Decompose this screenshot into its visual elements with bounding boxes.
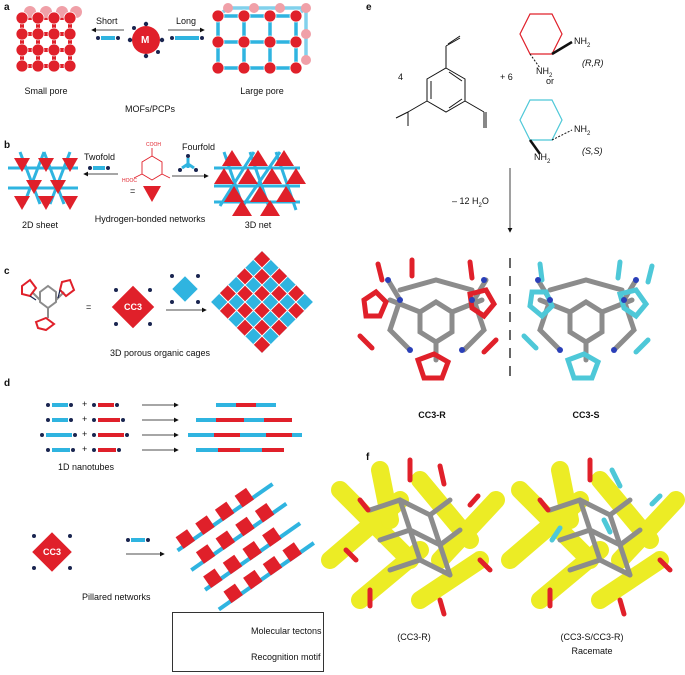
cc3-r-label: CC3-R [418, 410, 446, 420]
long-label: Long [176, 16, 197, 26]
ss-label: (S,S) [582, 146, 603, 156]
short-label: Short [96, 16, 118, 26]
trialdehyde-structure [395, 35, 487, 128]
fourfold-label: Fourfold [182, 142, 216, 152]
cc3-tecton [111, 285, 155, 329]
2d-sheet [8, 151, 78, 210]
racemate-packing-label: (CC3-S/CC3-R) [560, 632, 624, 642]
cc3-cage-stick-model [21, 278, 76, 332]
large-pore-label: Large pore [240, 86, 284, 96]
cage-checkerboard [211, 251, 313, 353]
hooc-label: HOOC [122, 178, 137, 184]
large-pore-grid [211, 3, 311, 75]
rr-diamine [519, 13, 563, 55]
rr-label: (R,R) [582, 58, 604, 68]
rr-bonds [529, 40, 573, 69]
fourfold-linker [178, 154, 198, 172]
equals-b: = [130, 186, 136, 196]
panel-label-f: f [366, 452, 370, 463]
metal-label: M [141, 35, 150, 46]
cc3-r-packing-label: (CC3-R) [397, 632, 431, 642]
metal-node [127, 21, 165, 59]
tecton-triangle [143, 186, 161, 202]
cc3-r-packing [321, 457, 505, 617]
long-linker [170, 36, 204, 40]
coefficient-6: + 6 [500, 72, 513, 82]
coefficient-4: 4 [398, 72, 404, 82]
cc3-label-d: CC3 [42, 547, 62, 557]
nanotubes-caption: 1D nanotubes [57, 462, 115, 472]
rr-nh2-top: NH2 [574, 36, 591, 49]
legend: Molecular tectons Recognition motif [172, 612, 324, 672]
twofold-label: Twofold [84, 152, 116, 162]
blue-tecton [170, 274, 200, 304]
mofs-caption: MOFs/PCPs [124, 104, 176, 114]
cc3-label-c: CC3 [123, 302, 143, 312]
panel-label-a: a [4, 2, 10, 13]
short-linker [96, 36, 120, 40]
panel-label-d: d [4, 378, 11, 389]
water-loss-label: – 12 H2O [452, 196, 489, 209]
trimesic-acid [133, 148, 171, 181]
plus-4: + [82, 444, 88, 454]
ss-diamine [519, 99, 563, 141]
cc3-r-cage [357, 257, 499, 381]
pillar-linker [126, 538, 150, 542]
racemate-label: Racemate [571, 646, 613, 656]
equals-c: = [86, 302, 92, 312]
legend-motif-label: Recognition motif [251, 652, 321, 662]
panel-label-c: c [4, 266, 10, 277]
pillared-network [175, 482, 316, 612]
racemate-packing [501, 457, 685, 617]
ss-bonds [528, 129, 573, 155]
hydrogen-bonded-caption: Hydrogen-bonded networks [94, 214, 206, 224]
3d-net [214, 150, 306, 216]
cc3-s-label: CC3-S [572, 410, 600, 420]
small-pore-label: Small pore [24, 86, 68, 96]
or-label: or [546, 76, 555, 86]
panel-label-e: e [366, 2, 372, 13]
legend-tectons-label: Molecular tectons [251, 626, 322, 636]
plus-1: + [82, 399, 88, 409]
cooh-label: COOH [146, 142, 161, 148]
2d-sheet-label: 2D sheet [21, 220, 59, 230]
porous-cages-caption: 3D porous organic cages [109, 348, 211, 358]
plus-2: + [82, 414, 88, 424]
plus-3: + [82, 429, 88, 439]
small-pore-grid [15, 6, 82, 73]
panel-label-b: b [4, 140, 11, 151]
3d-net-label: 3D net [244, 220, 272, 230]
nanotube-rows [40, 402, 302, 453]
ss-nh2-top: NH2 [574, 124, 591, 137]
cc3-s-cage [521, 259, 655, 381]
ss-nh2-bottom: NH2 [534, 152, 551, 165]
pillared-caption: Pillared networks [82, 592, 151, 602]
twofold-linker [88, 166, 110, 170]
rr-nh2-bottom: NH2 [536, 66, 553, 79]
cc3-tecton-pillared [32, 532, 72, 572]
